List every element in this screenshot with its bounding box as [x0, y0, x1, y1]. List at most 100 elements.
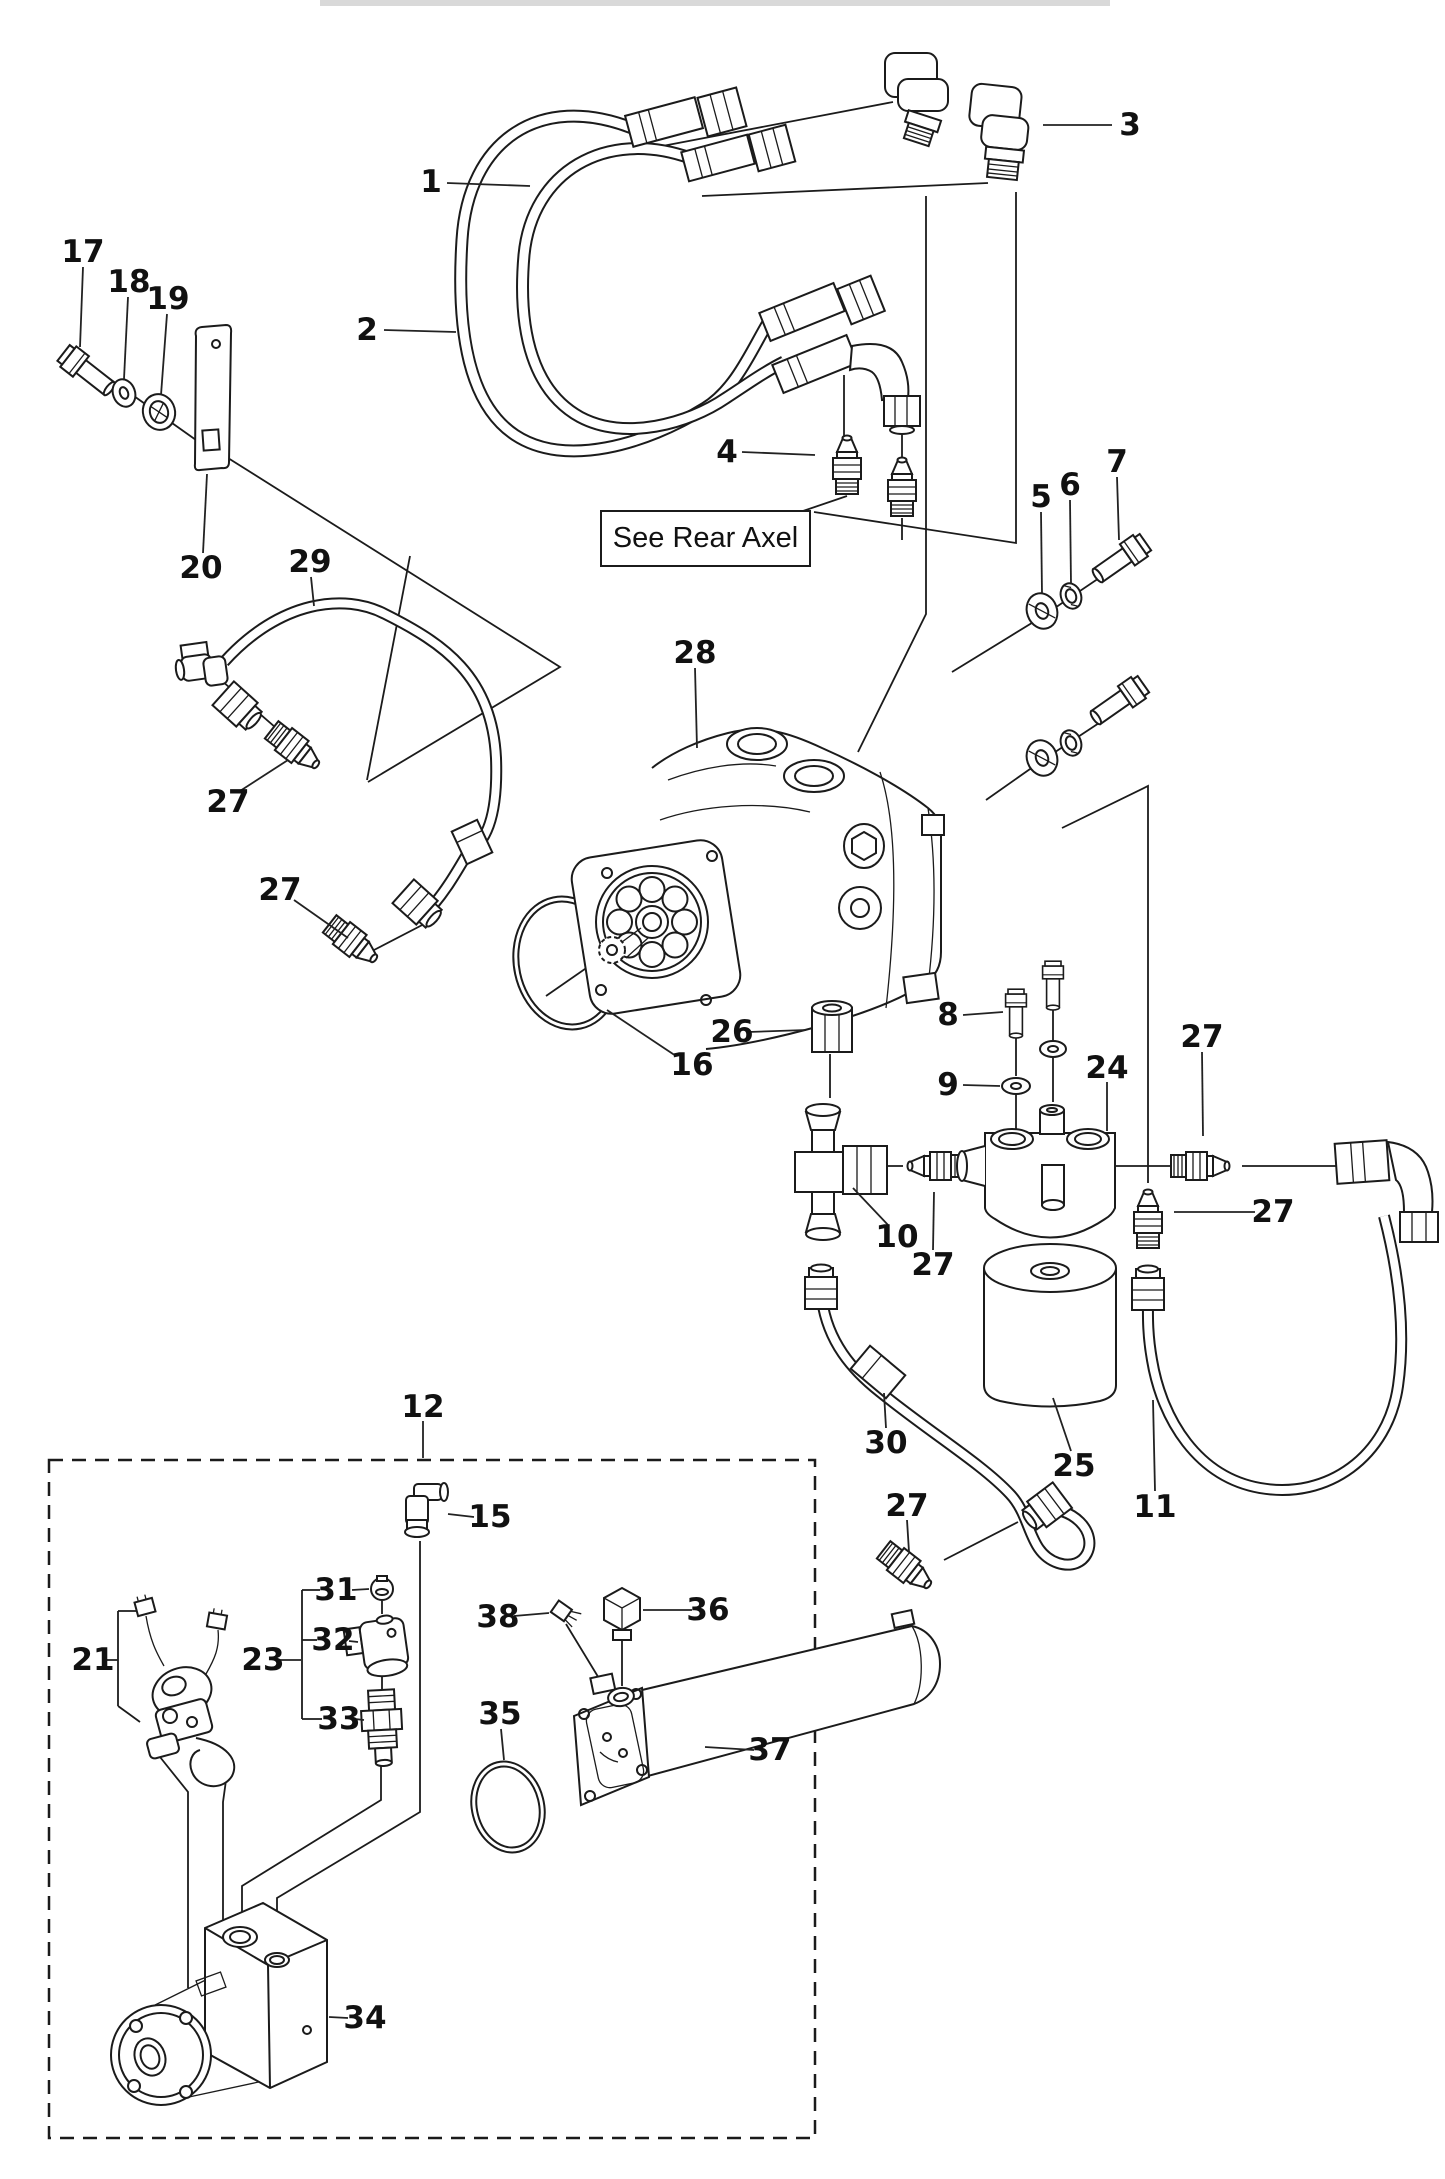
callout-label-18: 18	[107, 264, 150, 300]
fitting-26	[811, 1000, 853, 1053]
hose-29-elbow	[174, 640, 229, 687]
filter-cartridge-25	[983, 1243, 1117, 1408]
callout-label-24: 24	[1085, 1050, 1128, 1086]
callout-label-1: 1	[420, 164, 442, 200]
callout-leader-27-f	[906, 1519, 910, 1553]
callout-leader-27-a	[239, 759, 289, 792]
fitting-27b	[320, 911, 386, 972]
callout-label-9: 9	[937, 1067, 959, 1103]
hose-2	[516, 142, 787, 435]
callout-label-25: 25	[1052, 1448, 1095, 1484]
see-rear-axel-note: See Rear Axel	[600, 510, 811, 567]
tee-fitting-10	[794, 1103, 888, 1241]
bolt-8a	[1004, 988, 1028, 1039]
callout-leader-35	[500, 1728, 505, 1761]
washer-5-set2	[1025, 739, 1059, 777]
valve-block-34	[110, 1901, 328, 2106]
callout-label-6: 6	[1059, 467, 1081, 503]
callout-leader-38	[513, 1612, 550, 1617]
hydraulic-pump-28	[570, 727, 945, 1050]
lock-washer-6-set1	[1059, 582, 1083, 610]
solenoid-coil-32	[342, 1614, 410, 1678]
hose-29-nut	[211, 680, 268, 736]
valve-assembly-21	[133, 1594, 236, 1787]
fitting-4b	[887, 456, 917, 517]
callout-leader-27-e	[932, 1191, 935, 1251]
callout-leader-18	[123, 296, 129, 380]
callout-leader-31	[351, 1588, 370, 1591]
callout-label-27-d: 27	[1251, 1194, 1294, 1230]
callout-leader-34	[328, 2016, 349, 2019]
callout-label-28: 28	[673, 635, 716, 671]
filter-head-24	[956, 1104, 1116, 1239]
callout-leader-15	[447, 1513, 475, 1518]
bolt-8b	[1041, 960, 1065, 1011]
fitting-27c	[1170, 1151, 1231, 1181]
motor-37	[572, 1608, 942, 1807]
callout-label-21: 21	[71, 1642, 114, 1678]
callout-leader-2	[383, 329, 457, 333]
fitting-27d	[1133, 1188, 1163, 1249]
callout-label-16: 16	[670, 1047, 713, 1083]
callout-label-19: 19	[146, 281, 189, 317]
callout-label-26: 26	[710, 1014, 753, 1050]
callout-label-4: 4	[716, 434, 738, 470]
hose-11-ferrule	[1333, 1139, 1391, 1185]
washer-9a	[1001, 1077, 1031, 1095]
callout-leader-26	[747, 1029, 807, 1033]
callout-leader-1	[446, 182, 531, 187]
washer-9b	[1039, 1040, 1067, 1058]
hose-30-nut	[804, 1263, 838, 1310]
hose-11-top-nut	[1131, 1264, 1165, 1311]
bolt-7-set2	[1084, 672, 1152, 731]
callout-label-38: 38	[476, 1599, 519, 1635]
callout-label-37: 37	[748, 1732, 791, 1768]
callout-label-2: 2	[356, 312, 378, 348]
callout-label-10: 10	[875, 1219, 918, 1255]
valve-cartridge-33	[360, 1688, 404, 1767]
callout-label-11: 11	[1133, 1489, 1176, 1525]
callout-leader-30	[883, 1392, 887, 1429]
pump-shaft-gear	[598, 927, 649, 964]
bolt-7-set1	[1086, 530, 1154, 589]
callout-leader-5	[1040, 511, 1043, 595]
callout-label-17: 17	[61, 234, 104, 270]
callout-label-27-e: 27	[911, 1247, 954, 1283]
hose-11-elbow	[1386, 1140, 1439, 1243]
callout-label-29: 29	[288, 544, 331, 580]
note-text: See Rear Axel	[612, 522, 799, 554]
callout-label-27-c: 27	[1180, 1019, 1223, 1055]
washer-5-set1	[1025, 592, 1059, 630]
callout-label-31: 31	[314, 1572, 357, 1608]
callout-leader-7	[1116, 476, 1120, 541]
fitting-27a	[262, 717, 328, 778]
callout-leader-32	[348, 1640, 359, 1643]
callout-leader-16	[606, 1009, 677, 1057]
callout-label-23: 23	[241, 1642, 284, 1678]
hose-29-end-nut	[391, 878, 448, 934]
callout-label-27-a: 27	[206, 784, 249, 820]
cap-31	[370, 1575, 394, 1601]
bracket-20	[193, 323, 233, 472]
callout-label-27-f: 27	[885, 1488, 928, 1524]
callout-label-12: 12	[401, 1389, 444, 1425]
callout-label-3: 3	[1119, 107, 1141, 143]
callout-label-7: 7	[1106, 444, 1128, 480]
lock-washer-6-set2	[1059, 729, 1083, 757]
callout-leader-25	[1052, 1397, 1072, 1452]
callout-label-15: 15	[468, 1499, 511, 1535]
callout-label-33: 33	[317, 1701, 360, 1737]
scan-artifact-strip	[320, 0, 1110, 6]
callout-label-8: 8	[937, 997, 959, 1033]
bolt-17	[54, 341, 121, 402]
detail-box-12	[47, 1458, 817, 2140]
callout-leader-28	[694, 667, 698, 749]
callout-label-35: 35	[478, 1696, 521, 1732]
o-ring-35	[470, 1760, 546, 1854]
grommet-19	[141, 393, 177, 431]
washer-18	[111, 378, 137, 408]
hose-elbow-end	[848, 343, 910, 402]
